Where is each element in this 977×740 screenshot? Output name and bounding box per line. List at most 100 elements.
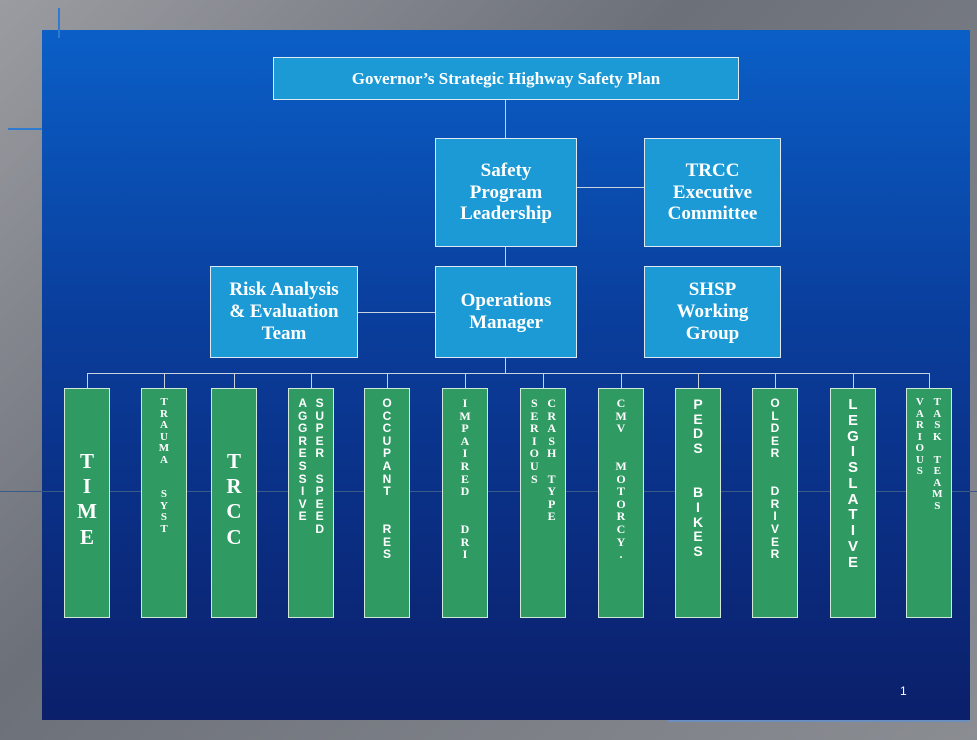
- team-letter: [550, 460, 553, 473]
- team-letter: Y: [547, 484, 556, 499]
- team-drop-connector: [387, 373, 388, 388]
- team-letter: S: [847, 459, 858, 476]
- team-letter: R: [547, 408, 556, 423]
- governor-plan-label: Governor’s Strategic Highway Safety Plan: [351, 68, 661, 88]
- team-letter: E: [770, 433, 779, 448]
- team-letter: M: [615, 408, 627, 423]
- risk-line-1: Risk Analysis: [229, 279, 339, 301]
- team-letter: T: [79, 449, 94, 473]
- team-letter: I: [300, 484, 305, 499]
- team-letter: H: [547, 446, 557, 461]
- team-letter: M: [77, 499, 97, 524]
- team-drop-connector: [311, 373, 312, 388]
- team-drop-connector: [234, 373, 235, 388]
- team-letter: E: [382, 534, 391, 549]
- team-drop-connector: [465, 373, 466, 388]
- corner-accent: [58, 8, 60, 38]
- team-letter: I: [531, 433, 537, 448]
- team-label-column: VARIOUSVARIOUS: [915, 396, 925, 617]
- team-letter: S: [382, 547, 391, 562]
- team-letter: E: [298, 509, 307, 524]
- team-letter: R: [770, 446, 780, 461]
- team-drop-connector: [775, 373, 776, 388]
- team-letter: S: [693, 542, 703, 559]
- team-letter: C: [382, 408, 392, 423]
- safety-line-2: Program: [469, 181, 543, 203]
- team-letter: I: [462, 396, 468, 410]
- corner-accent: [668, 720, 970, 722]
- team-letter: S: [315, 396, 324, 410]
- team-letter: T: [226, 449, 241, 473]
- team-letter: M: [615, 458, 627, 473]
- team-letter: D: [460, 484, 470, 499]
- team-letter: P: [315, 421, 324, 436]
- team-letter: C: [547, 396, 556, 410]
- team-letter: G: [847, 427, 859, 445]
- team-letter: I: [917, 430, 922, 443]
- team-drop-connector: [853, 373, 854, 388]
- team-letter: M: [158, 442, 170, 455]
- team-box: LEGISLATIVELEGISLATIVE: [830, 388, 876, 618]
- team-letter: U: [315, 408, 324, 423]
- team-letter: P: [461, 421, 469, 436]
- team-letter: T: [616, 484, 625, 499]
- team-letter: A: [933, 476, 942, 489]
- team-letter: [696, 456, 700, 471]
- team-letter: M: [459, 408, 471, 423]
- team-drop-connector: [929, 373, 930, 388]
- team-letter: A: [847, 490, 859, 508]
- corner-accent: [8, 128, 42, 130]
- team-letter: [696, 470, 700, 485]
- team-letter: I: [462, 446, 468, 461]
- team-letter: C: [226, 499, 242, 524]
- team-letter: Y: [616, 534, 626, 549]
- team-letter: E: [460, 471, 469, 486]
- team-letter: G: [297, 408, 308, 423]
- team-drop-connector: [543, 373, 544, 388]
- team-letter: L: [848, 474, 858, 492]
- team-letter: R: [770, 496, 780, 511]
- team-letter: O: [770, 396, 780, 410]
- team-letter: I: [696, 498, 700, 515]
- team-label-column: SERIOUSSERIOUS: [530, 397, 539, 617]
- team-letter: R: [770, 547, 780, 562]
- team-letter: A: [460, 433, 470, 448]
- ops-line-1: Operations: [460, 290, 552, 312]
- team-letter: D: [460, 521, 470, 536]
- team-letter: N: [382, 471, 392, 486]
- team-letter: T: [160, 523, 168, 536]
- team-letter: I: [82, 474, 92, 499]
- team-letter: T: [933, 453, 941, 466]
- team-letter: R: [460, 458, 470, 473]
- team-letter: A: [915, 407, 924, 420]
- team-letter: L: [848, 396, 858, 413]
- team-letter: A: [382, 458, 392, 473]
- team-letter: U: [382, 433, 392, 448]
- team-letter: S: [693, 440, 703, 457]
- team-letter: C: [226, 524, 242, 549]
- trcc-exec-line-1: TRCC: [685, 159, 740, 181]
- team-letter: R: [298, 433, 307, 448]
- safety-leadership-box: Safety Program Leadership: [435, 138, 577, 247]
- team-letter: O: [616, 471, 626, 486]
- team-letter: D: [692, 425, 704, 442]
- team-letter: B: [692, 484, 704, 501]
- connector: [576, 187, 644, 188]
- team-drop-connector: [621, 373, 622, 388]
- team-letter: E: [530, 408, 539, 423]
- team-letter: S: [548, 433, 556, 448]
- team-letter: O: [382, 396, 392, 410]
- team-letter: U: [529, 458, 539, 473]
- team-letter: S: [298, 471, 307, 486]
- team-letter: K: [932, 430, 942, 443]
- team-letter: R: [616, 509, 626, 524]
- team-letter: I: [462, 547, 468, 562]
- team-label-column: TRCCTRCC: [226, 449, 241, 617]
- team-letter: E: [847, 553, 858, 571]
